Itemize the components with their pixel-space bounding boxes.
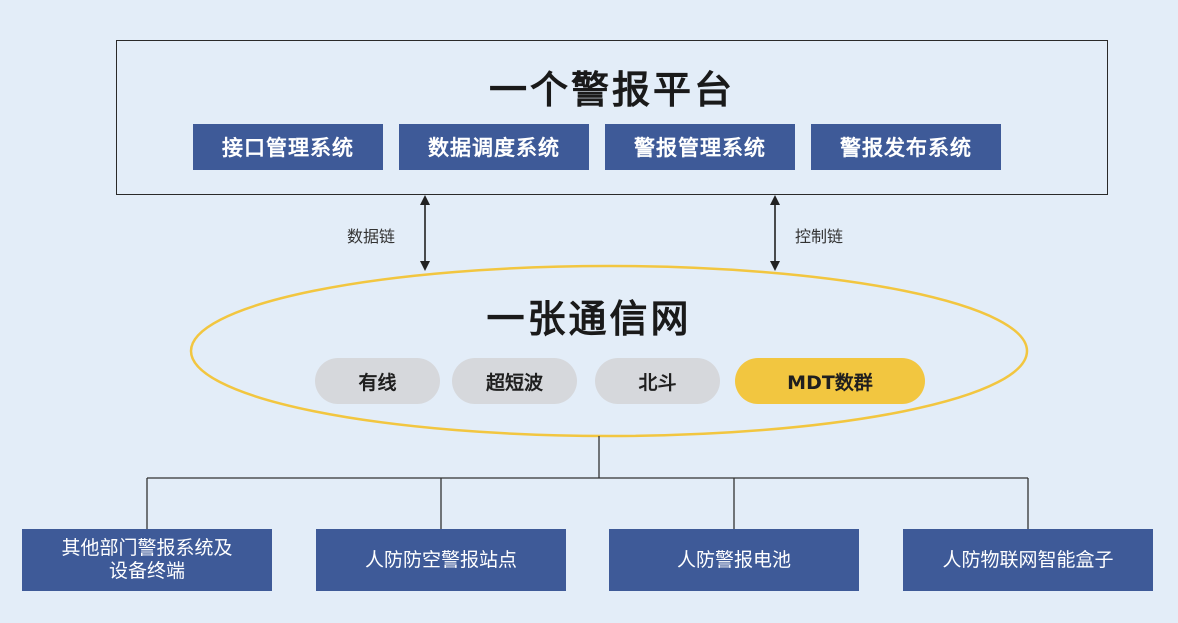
channel-mdt-trunking: MDT数群 [735,358,925,404]
terminal-alarm-battery: 人防警报电池 [609,529,859,591]
channel-beidou: 北斗 [595,358,720,404]
terminal-label: 人防防空警报站点 [364,548,517,571]
channel-ultrashort-wave: 超短波 [452,358,577,404]
terminal-air-defense-sites: 人防防空警报站点 [316,529,566,591]
channel-wired: 有线 [315,358,440,404]
terminal-label: 设备终端 [108,560,185,582]
system-data-dispatch: 数据调度系统 [399,124,589,170]
network-title: 一张通信网 [486,297,692,341]
terminal-label: 人防物联网智能盒子 [942,548,1114,571]
alarm-platform-box: 一个警报平台 接口管理系统 数据调度系统 警报管理系统 警报发布系统 [116,40,1108,195]
system-interface-management: 接口管理系统 [193,124,383,170]
network-ellipse [189,264,1029,438]
control-link-label: 控制链 [795,227,844,246]
data-link-label: 数据链 [347,227,396,246]
terminal-label: 人防警报电池 [676,548,791,571]
system-alarm-management: 警报管理系统 [605,124,795,170]
platform-title: 一个警报平台 [488,68,735,112]
terminal-iot-smart-box: 人防物联网智能盒子 [903,529,1153,591]
terminal-other-departments: 其他部门警报系统及 设备终端 [22,529,272,591]
terminal-label: 其他部门警报系统及 [61,537,233,560]
system-alarm-release: 警报发布系统 [811,124,1001,170]
